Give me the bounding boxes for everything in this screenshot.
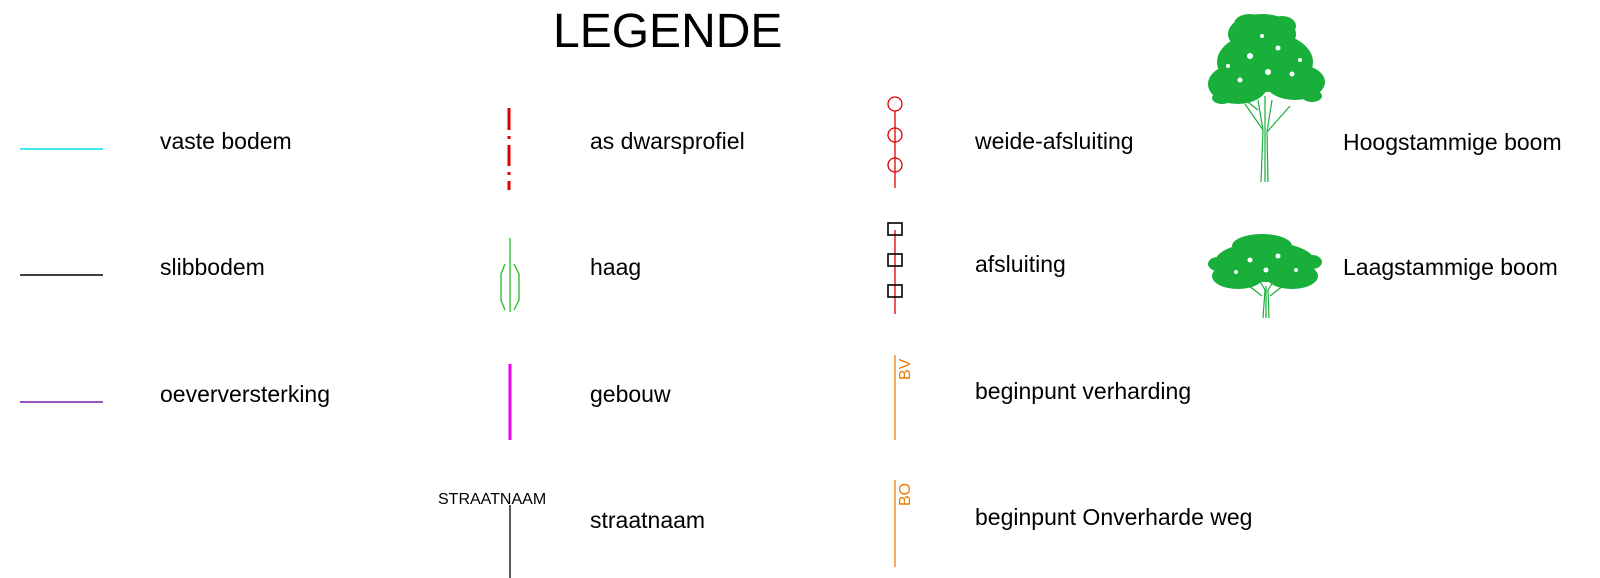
straatnaam-label: straatnaam (590, 507, 705, 533)
legend-item-weide-afsluiting: weide-afsluiting (887, 96, 1134, 188)
bv-text: BV (897, 358, 914, 380)
weide-afsluiting-symbol (887, 96, 903, 188)
gebouw-label: gebouw (590, 381, 671, 407)
legend-item-laagstammige-boom: Laagstammige boom (1208, 234, 1558, 319)
laagstammige-boom-label: Laagstammige boom (1343, 254, 1558, 280)
haag-symbol (500, 238, 520, 312)
legend-item-slibbodem: slibbodem (20, 254, 265, 280)
legend-item-gebouw: gebouw (508, 364, 671, 440)
legend-item-as-dwarsprofiel: as dwarsprofiel (507, 108, 745, 190)
beginpunt-onverharde-weg-symbol: BO (894, 480, 914, 567)
legend-item-haag: haag (500, 238, 641, 312)
as-dwarsprofiel-label: as dwarsprofiel (590, 128, 745, 154)
beginpunt-verharding-symbol: BV (894, 355, 914, 440)
tree-low-stem-icon (1208, 234, 1322, 319)
beginpunt-verharding-label: beginpunt verharding (975, 378, 1191, 404)
legend-item-vaste-bodem: vaste bodem (20, 128, 292, 154)
legend-title: LEGENDE (553, 5, 782, 58)
legend-item-afsluiting: afsluiting (887, 222, 1066, 314)
beginpunt-onverharde-weg-label: beginpunt Onverharde weg (975, 504, 1252, 530)
tree-high-stem-icon (1208, 14, 1325, 183)
legend-item-oeverversterking: oeverversterking (20, 381, 330, 407)
straatnaam-symbol-text: STRAATNAAM (438, 491, 546, 508)
oeverversterking-label: oeverversterking (160, 381, 330, 407)
legend-item-hoogstammige-boom: Hoogstammige boom (1208, 14, 1562, 183)
slibbodem-label: slibbodem (160, 254, 265, 280)
haag-label: haag (590, 254, 641, 280)
weide-afsluiting-label: weide-afsluiting (974, 128, 1134, 154)
legend-item-straatnaam: STRAATNAAM straatnaam (438, 491, 705, 578)
legend-item-beginpunt-verharding: BV beginpunt verharding (894, 355, 1191, 440)
afsluiting-label: afsluiting (975, 251, 1066, 277)
bo-text: BO (897, 483, 914, 506)
vaste-bodem-label: vaste bodem (160, 128, 292, 154)
afsluiting-symbol (887, 222, 903, 314)
legend-item-beginpunt-onverharde-weg: BO beginpunt Onverharde weg (894, 480, 1252, 567)
hoogstammige-boom-label: Hoogstammige boom (1343, 129, 1562, 155)
